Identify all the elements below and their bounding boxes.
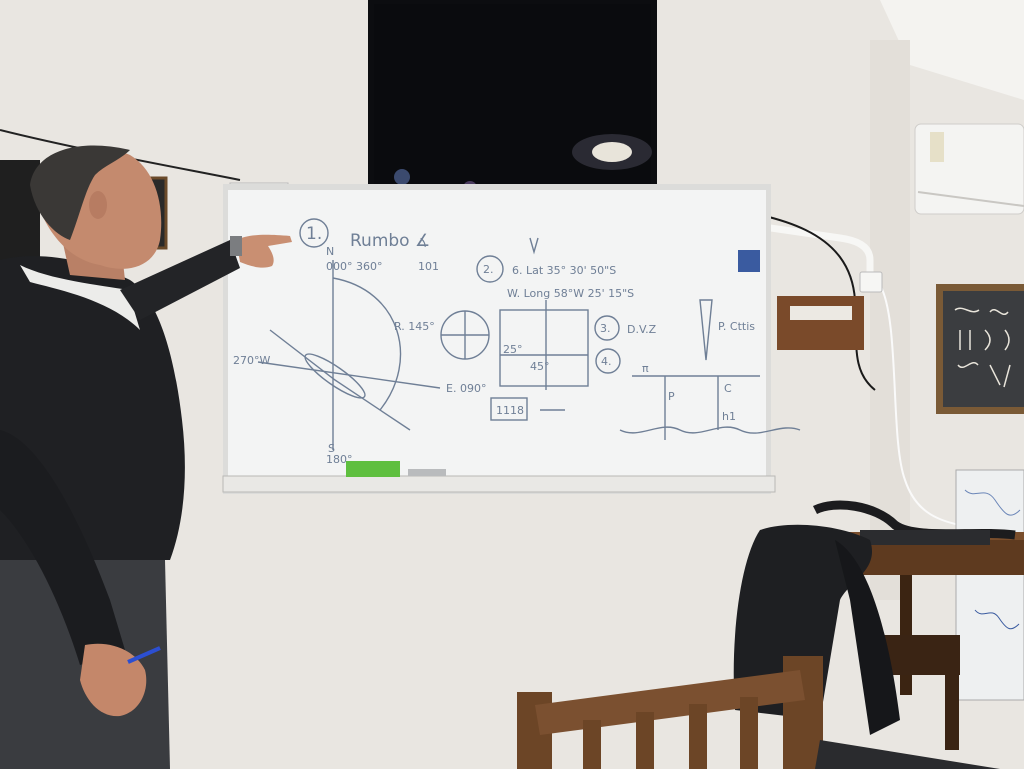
- wall-plaque: [777, 296, 864, 350]
- ear: [89, 191, 107, 219]
- monitor-edge: [815, 740, 1000, 769]
- board-angle-left: 25°: [503, 343, 523, 356]
- pen[interactable]: [127, 646, 161, 664]
- marker-eraser[interactable]: [346, 461, 400, 477]
- board-n-degrees: 000° 360°: [326, 260, 383, 273]
- whiteboard-tray: [222, 475, 776, 493]
- chair-with-jacket: [733, 524, 960, 750]
- marker[interactable]: [408, 469, 446, 476]
- board-long-line: W. Long 58°W 25' 15"S: [507, 287, 634, 300]
- laptop: [860, 530, 990, 545]
- board-n-label: N: [326, 245, 334, 258]
- shirt-collar: [20, 265, 140, 330]
- board-w-label: 270°W: [233, 354, 270, 367]
- board-s-degrees: 180°: [326, 453, 353, 466]
- wall-outlet: [859, 271, 883, 293]
- lower-arm: [0, 430, 125, 665]
- board-title: Rumbo ∡: [350, 231, 430, 251]
- board-lat-line: 6. Lat 35° 30' 50"S: [512, 264, 616, 277]
- board-angle-right: 45°: [530, 360, 550, 373]
- foreground-chair: [517, 656, 823, 769]
- whiteboard: 1. Rumbo ∡ 101 2. 6. Lat 35° 30' 50"S W.…: [222, 184, 801, 494]
- pointing-hand: [236, 234, 292, 268]
- board-boxed-number: 1118: [496, 404, 524, 417]
- wristwatch: [230, 236, 242, 256]
- board-dvz: D.V.Z: [627, 323, 657, 336]
- conduit-pipe: [659, 208, 874, 280]
- board-e-label: E. 090°: [446, 382, 486, 395]
- board-step-2: 2.: [483, 263, 494, 276]
- board-step-1: 1.: [306, 224, 322, 244]
- board-c-label: C: [724, 382, 732, 395]
- hair: [30, 145, 130, 240]
- wall-map: [955, 469, 1024, 701]
- instructor: [0, 145, 292, 769]
- air-conditioner: [914, 123, 1024, 215]
- board-r-label: R. 145°: [394, 320, 435, 333]
- raised-arm: [120, 240, 240, 320]
- board-p-label: P: [668, 390, 675, 403]
- board-h-label: h1: [722, 410, 736, 423]
- board-step-3: 3.: [600, 322, 611, 335]
- board-heading-mark: 101: [418, 260, 439, 273]
- board-s-label: S: [328, 442, 335, 455]
- board-step-4: 4.: [601, 355, 612, 368]
- knot-display-board: [936, 284, 1024, 414]
- white-cable: [879, 284, 961, 526]
- board-poste-label: P. Cttis: [718, 320, 755, 333]
- board-pi-label: π: [642, 362, 649, 375]
- board-sticker: [738, 250, 760, 272]
- ceiling-corner: [880, 0, 1024, 100]
